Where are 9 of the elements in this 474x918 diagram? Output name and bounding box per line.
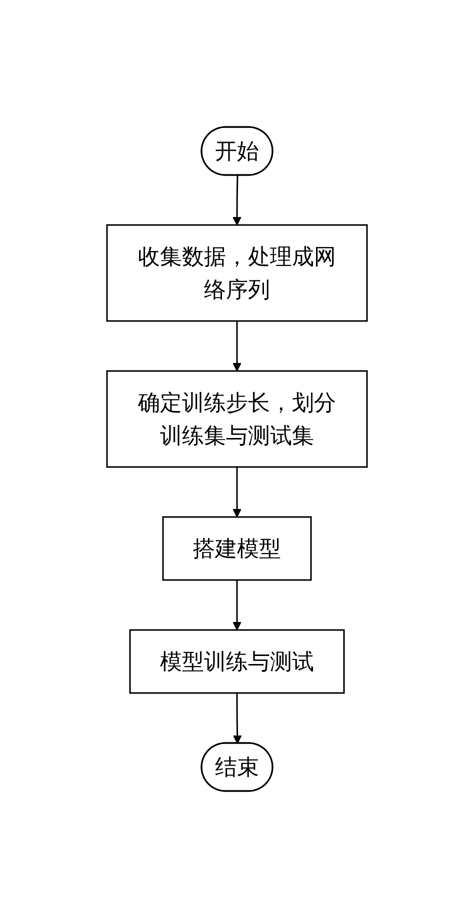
arrow bbox=[232, 693, 242, 744]
node-box: 搭建模型 bbox=[162, 516, 312, 581]
arrow bbox=[232, 467, 242, 518]
arrow bbox=[232, 321, 242, 372]
arrow bbox=[232, 580, 242, 630]
arrow bbox=[232, 175, 242, 226]
node-box: 模型训练与测试 bbox=[129, 629, 345, 694]
node-box: 收集数据，处理成网络序列 bbox=[106, 224, 368, 322]
node-box: 确定训练步长，划分训练集与测试集 bbox=[106, 370, 368, 468]
